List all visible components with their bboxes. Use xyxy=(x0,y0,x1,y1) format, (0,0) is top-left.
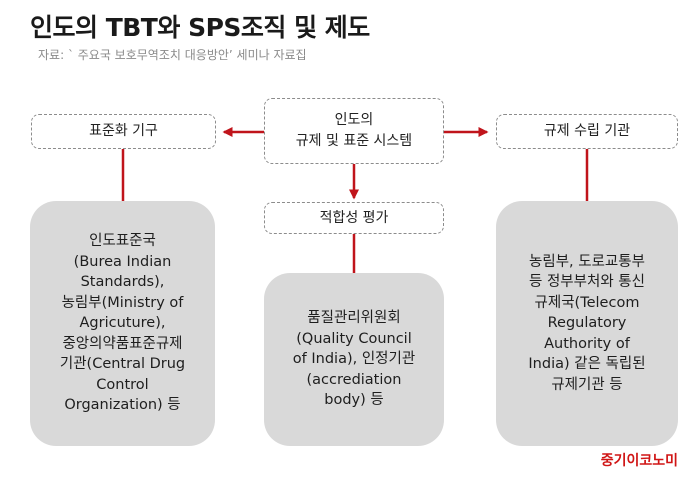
text-line: Control xyxy=(96,376,149,393)
regulator-label: 규제 수립 기관 xyxy=(543,123,631,139)
text-line: 규제국(Telecom xyxy=(534,294,640,311)
text-line: Agricuture), xyxy=(79,315,166,332)
conformity-assessment-panel: 품질관리위원회 (Quality Council of India), 인정기관 (a… xyxy=(264,273,444,446)
standards-body-box: 표준화 기구 xyxy=(31,114,216,149)
standards-body-label: 표준화 기구 xyxy=(89,123,158,139)
text-line: 중앙의약품표준규제 xyxy=(62,335,183,352)
text-line: 농림부(Ministry of xyxy=(61,294,184,311)
text-line: 인도의 xyxy=(334,112,374,128)
text-line: (accrediation xyxy=(306,371,402,388)
text-line: Organization) 등 xyxy=(64,397,181,414)
text-line: Authority of xyxy=(544,335,630,352)
text-line: of India), 인정기관 xyxy=(292,351,416,368)
text-line: 인도표준국 xyxy=(89,233,156,250)
text-line: (Burea Indian xyxy=(73,253,172,270)
text-line: Regulatory xyxy=(547,315,627,332)
text-line: body) 등 xyxy=(324,392,384,409)
text-line: 품질관리위원회 xyxy=(307,310,401,327)
publisher-logo: 중기이코노미 xyxy=(600,453,678,469)
page-title: 인도의 TBT와 SPS조직 및 제도 xyxy=(30,13,370,42)
conformity-assessment-panel-lines: 품질관리위원회 (Quality Council of India), 인정기관 (a… xyxy=(293,308,415,411)
regulator-box: 규제 수립 기관 xyxy=(496,114,678,149)
text-line: 등 정부부처와 통신 xyxy=(529,274,645,291)
text-line: 기관(Central Drug xyxy=(59,356,186,373)
source-caption: 자료: ` 주요국 보호무역조치 대응방안’ 세미나 자료집 xyxy=(38,48,307,62)
text-line: Standards), xyxy=(80,274,165,291)
text-line: (Quality Council xyxy=(296,330,412,347)
conformity-assessment-box: 적합성 평가 xyxy=(264,202,444,234)
text-line: India) 같은 독립된 xyxy=(528,356,646,373)
text-line: 규제 및 표준 시스템 xyxy=(295,133,413,149)
conformity-assessment-label: 적합성 평가 xyxy=(319,209,389,226)
text-line: 농림부, 도로교통부 xyxy=(529,253,645,270)
text-line: 규제기관 등 xyxy=(551,376,623,393)
